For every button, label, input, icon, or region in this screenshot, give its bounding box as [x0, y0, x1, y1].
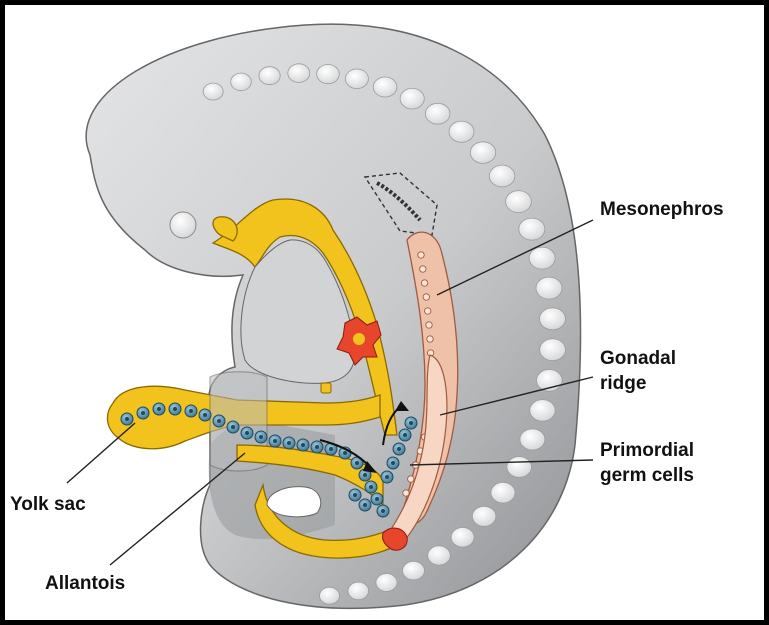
mesonephric-tubule	[419, 265, 427, 273]
germ-cell-nucleus	[245, 431, 249, 435]
germ-cell-nucleus	[391, 461, 395, 465]
label-yolk-sac: Yolk sac	[10, 494, 86, 515]
germ-cell-nucleus	[287, 441, 291, 445]
label-primordial-line2: germ cells	[600, 465, 694, 486]
germ-cell-nucleus	[329, 447, 333, 451]
somite	[202, 82, 224, 101]
germ-cell-nucleus	[173, 407, 177, 411]
germ-cell-nucleus	[157, 407, 161, 411]
somite-column	[202, 63, 566, 605]
leader-lines	[66, 219, 594, 566]
somite	[448, 120, 475, 143]
somite	[319, 586, 340, 605]
pronephros-outline	[363, 172, 438, 236]
germ-cell-nucleus	[217, 419, 221, 423]
somite	[450, 527, 475, 548]
label-allantois: Allantois	[45, 573, 126, 594]
germ-cell-nucleus	[353, 493, 357, 497]
somite	[344, 68, 369, 90]
label-mesonephros: Mesonephros	[600, 199, 724, 220]
mesonephric-tubule	[426, 335, 434, 343]
eye-placode	[169, 211, 197, 239]
mesonephric-tubule	[407, 475, 415, 483]
somite	[427, 545, 451, 566]
somite	[528, 246, 556, 270]
somite	[399, 87, 425, 110]
embryo-diagram	[66, 23, 594, 610]
germ-cell-nucleus	[259, 435, 263, 439]
somite	[471, 505, 497, 527]
body-cavity-opening	[266, 486, 322, 518]
somite	[375, 573, 398, 592]
somite	[230, 72, 252, 92]
somite	[316, 64, 340, 85]
germ-cell-nucleus	[403, 433, 407, 437]
germ-cell-nucleus	[375, 497, 379, 501]
somite	[402, 560, 425, 581]
germ-cell-nucleus	[141, 411, 145, 415]
germ-cell-nucleus	[189, 409, 193, 413]
somite	[518, 217, 546, 241]
label-primordial-line1: Primordial	[600, 440, 694, 461]
pharynx-pouch	[212, 216, 238, 242]
somite	[287, 63, 311, 83]
germ-cell-nucleus	[363, 503, 367, 507]
mesonephric-tubule	[402, 489, 410, 497]
somite	[469, 141, 497, 164]
germ-cell-nucleus	[203, 413, 207, 417]
germ-cell-nucleus	[409, 421, 413, 425]
somite	[425, 102, 451, 125]
mesonephric-tubule	[422, 293, 430, 301]
somite	[519, 428, 546, 451]
pronephros-tubules	[376, 181, 422, 222]
germ-cell-nucleus	[231, 425, 235, 429]
germ-cell-nucleus	[355, 461, 359, 465]
cloacal-membrane	[382, 527, 408, 551]
somite	[347, 581, 370, 601]
label-gonadal-ridge-line1: Gonadal	[600, 348, 677, 369]
germ-cell-nucleus	[363, 473, 367, 477]
heart-center	[353, 333, 365, 345]
germ-cell-nucleus	[397, 447, 401, 451]
germ-cell-nucleus	[381, 509, 385, 513]
somite	[490, 482, 516, 504]
gut-endoderm	[211, 198, 398, 436]
somite	[535, 276, 563, 300]
germ-cell-nucleus	[343, 451, 347, 455]
somite	[539, 338, 566, 362]
label-gonadal-ridge-line2: ridge	[600, 373, 647, 394]
diagram-canvas: Mesonephros Gonadal ridge Primordial ger…	[5, 5, 764, 620]
germ-cell-nucleus	[315, 445, 319, 449]
umbilical-notch	[320, 382, 332, 394]
somite	[488, 164, 516, 188]
mesonephric-tubule	[420, 279, 429, 287]
somite	[506, 456, 532, 478]
germ-cell-nucleus	[273, 439, 277, 443]
somite	[258, 66, 281, 86]
germ-cell-nucleus	[385, 475, 389, 479]
somite	[505, 190, 532, 214]
somite	[372, 76, 398, 98]
somite	[529, 399, 556, 422]
mesonephric-tubule	[417, 251, 425, 259]
mesonephric-tubule	[424, 307, 432, 315]
arrowhead-2	[395, 401, 409, 411]
arrowhead-1	[363, 461, 377, 473]
germ-cell-nucleus	[125, 417, 129, 421]
germ-cell-nucleus	[301, 443, 305, 447]
somite	[539, 307, 566, 331]
germ-cell-nucleus	[369, 485, 373, 489]
mesonephric-tubule	[425, 321, 433, 329]
